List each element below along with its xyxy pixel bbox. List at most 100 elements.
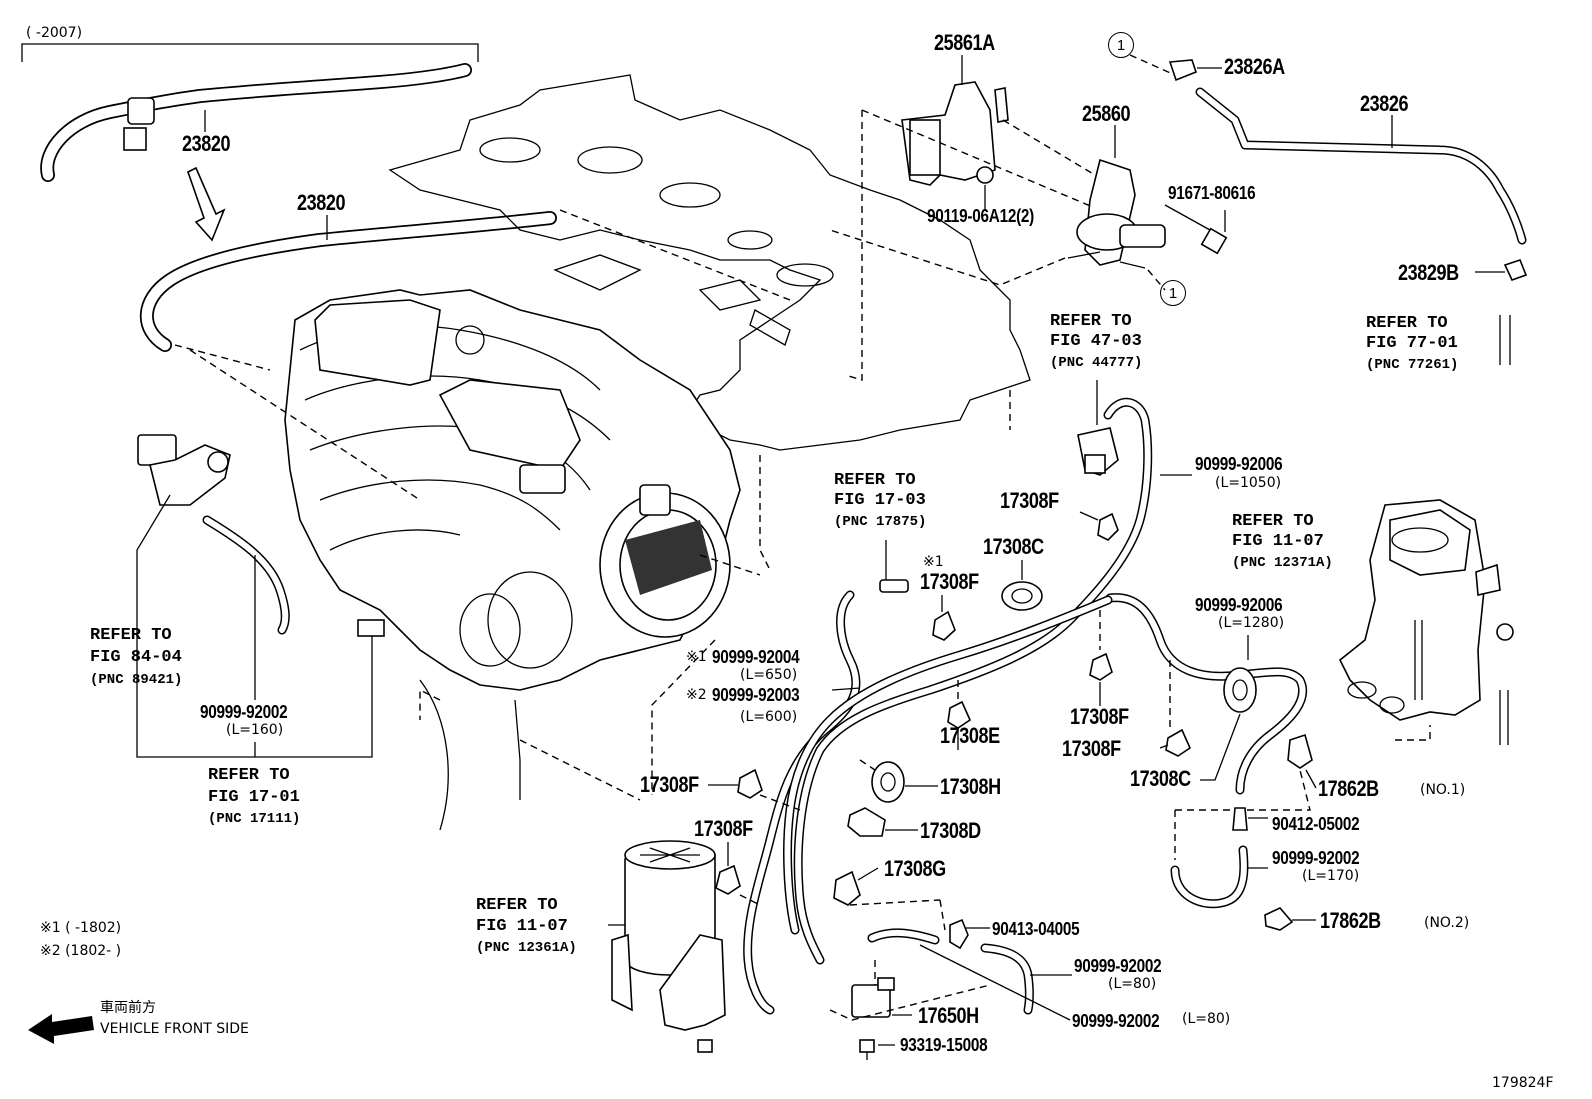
part-17308F-top[interactable]: 17308F: [1000, 488, 1059, 513]
part-17308F-mid[interactable]: 17308F: [920, 569, 979, 594]
clip-17308E: [947, 700, 972, 729]
hose-80b-pn[interactable]: 90999-92002: [1072, 1011, 1160, 1031]
hose-90999-92002-170: [1170, 845, 1249, 909]
callout-1-bottom: 1: [1160, 280, 1186, 306]
part-93319-15008[interactable]: 93319-15008: [900, 1035, 988, 1055]
part-17308E[interactable]: 17308E: [940, 723, 1000, 748]
clip-17308D: [847, 807, 886, 837]
no2-label: (NO.2): [1424, 915, 1470, 931]
hose-1050-len: (L=1050): [1215, 475, 1282, 491]
part-25861A[interactable]: 25861A: [934, 30, 995, 55]
ref-47-03-line3: (PNC 44777): [1050, 355, 1143, 371]
ref-17-03-line3: (PNC 17875): [834, 514, 927, 530]
ref-84-04-line3: (PNC 89421): [90, 672, 183, 688]
mark-1-17308F: ※1: [923, 554, 944, 570]
canister-12361A: [611, 840, 726, 1053]
hose-23820-main: [139, 211, 557, 352]
clip-17308H: [871, 761, 905, 803]
mark-1: ※1: [686, 649, 707, 665]
part-25860[interactable]: 25860: [1082, 101, 1131, 126]
ref-11-07b-line2[interactable]: FIG 11-07: [476, 917, 568, 936]
callout-1-top: 1: [1108, 32, 1134, 58]
ref-17-03-line2[interactable]: FIG 17-03: [834, 491, 926, 510]
footnote-2: ※2 (1802- ): [40, 943, 122, 959]
part-17308D[interactable]: 17308D: [920, 818, 981, 843]
hose-1050-pn[interactable]: 90999-92006: [1195, 454, 1283, 474]
intake-manifold: [284, 289, 741, 691]
hose-90999-92006-1280: [1105, 593, 1308, 795]
hose-80a-pn[interactable]: 90999-92002: [1074, 956, 1162, 976]
part-90413-04005[interactable]: 90413-04005: [992, 919, 1080, 939]
part-90119-06A12[interactable]: 90119-06A12(2): [927, 206, 1035, 226]
part-90412-05002[interactable]: 90412-05002: [1272, 814, 1360, 834]
part-23826A[interactable]: 23826A: [1224, 54, 1285, 79]
hose-1280-pn[interactable]: 90999-92006: [1195, 595, 1283, 615]
legend-japanese: 車両前方: [100, 1000, 156, 1016]
hose-80b-len: (L=80): [1182, 1011, 1231, 1027]
part-91671-80616[interactable]: 91671-80616: [1168, 183, 1256, 203]
ref-11-07b-line3: (PNC 12361A): [476, 940, 577, 956]
part-17308G[interactable]: 17308G: [884, 856, 946, 881]
part-17308F-lower2[interactable]: 17308F: [694, 816, 753, 841]
hose-23826: [1195, 87, 1527, 245]
fitting-90412: [1232, 807, 1248, 831]
part-17862B-no1[interactable]: 17862B: [1318, 776, 1379, 801]
hose-1280-len: (L=1280): [1218, 615, 1285, 631]
bracket-25861A: [901, 81, 1009, 186]
hose-160-len: (L=160): [226, 722, 284, 738]
clip-17862B-no1: [1287, 733, 1313, 769]
hose-170-len: (L=170): [1302, 868, 1360, 884]
hose-600-pn[interactable]: 90999-92003: [712, 685, 800, 705]
ref-17-03-line1: REFER TO: [834, 471, 916, 490]
hose-90999-92003-600: [783, 595, 1113, 935]
hose-160-pn[interactable]: 90999-92002: [200, 702, 288, 722]
hose-170-pn[interactable]: 90999-92002: [1272, 848, 1360, 868]
clip-17308C-right: [1223, 667, 1257, 713]
ref-84-04-line1: REFER TO: [90, 626, 172, 645]
part-23826[interactable]: 23826: [1360, 91, 1409, 116]
ref-17-01-line2[interactable]: FIG 17-01: [208, 788, 300, 807]
hose-650-pn[interactable]: 90999-92004: [712, 647, 800, 667]
part-17308C-right[interactable]: 17308C: [1130, 766, 1191, 791]
part-17308C-top[interactable]: 17308C: [983, 534, 1044, 559]
ref-77-01-line2[interactable]: FIG 77-01: [1366, 334, 1458, 353]
date-bracket: [21, 43, 479, 62]
bolt-93319: [859, 1039, 875, 1060]
part-23820-main[interactable]: 23820: [297, 190, 346, 215]
date-range-header: ( -2007): [26, 25, 83, 41]
part-17862B-no2[interactable]: 17862B: [1320, 908, 1381, 933]
hose-90999-92002-160: [202, 515, 290, 635]
ref-47-03-line1: REFER TO: [1050, 312, 1132, 331]
ref-17-01-line1: REFER TO: [208, 766, 290, 785]
clip-17862B-no2: [1264, 907, 1294, 931]
hose-650-len: (L=650): [740, 667, 798, 683]
clip-17308F-lower2: [715, 864, 741, 895]
ref-17-01-line3: (PNC 17111): [208, 811, 301, 827]
ref-77-01-line3: (PNC 77261): [1366, 357, 1459, 373]
clip-23826A: [1168, 59, 1197, 82]
part-17308F-right2[interactable]: 17308F: [1062, 736, 1121, 761]
part-17650H[interactable]: 17650H: [918, 1003, 979, 1028]
valve-25860: [1067, 158, 1166, 269]
ref-84-04-line2[interactable]: FIG 84-04: [90, 648, 182, 667]
connector-17875: [879, 540, 909, 593]
part-23829B[interactable]: 23829B: [1398, 260, 1459, 285]
hose-90999-92004-650: [743, 590, 861, 1015]
sensor-89421: [137, 434, 231, 506]
clip-17308F-mid: [932, 610, 956, 641]
part-17308H[interactable]: 17308H: [940, 774, 1001, 799]
ref-47-03-line2[interactable]: FIG 47-03: [1050, 332, 1142, 351]
clip-17308F-right2: [1165, 728, 1192, 757]
part-17308F-right1[interactable]: 17308F: [1070, 704, 1129, 729]
ref-11-07a-line1: REFER TO: [1232, 512, 1314, 531]
hose-90999-92006-1050: [793, 397, 1153, 965]
legend-english: VEHICLE FRONT SIDE: [100, 1021, 249, 1037]
no1-label: (NO.1): [1420, 782, 1466, 798]
ref-11-07a-line2[interactable]: FIG 11-07: [1232, 532, 1324, 551]
fitting-90413: [949, 918, 969, 950]
part-17308F-lower1[interactable]: 17308F: [640, 772, 699, 797]
hose-23820-upper: [40, 63, 472, 182]
part-23820-upper[interactable]: 23820: [182, 131, 231, 156]
